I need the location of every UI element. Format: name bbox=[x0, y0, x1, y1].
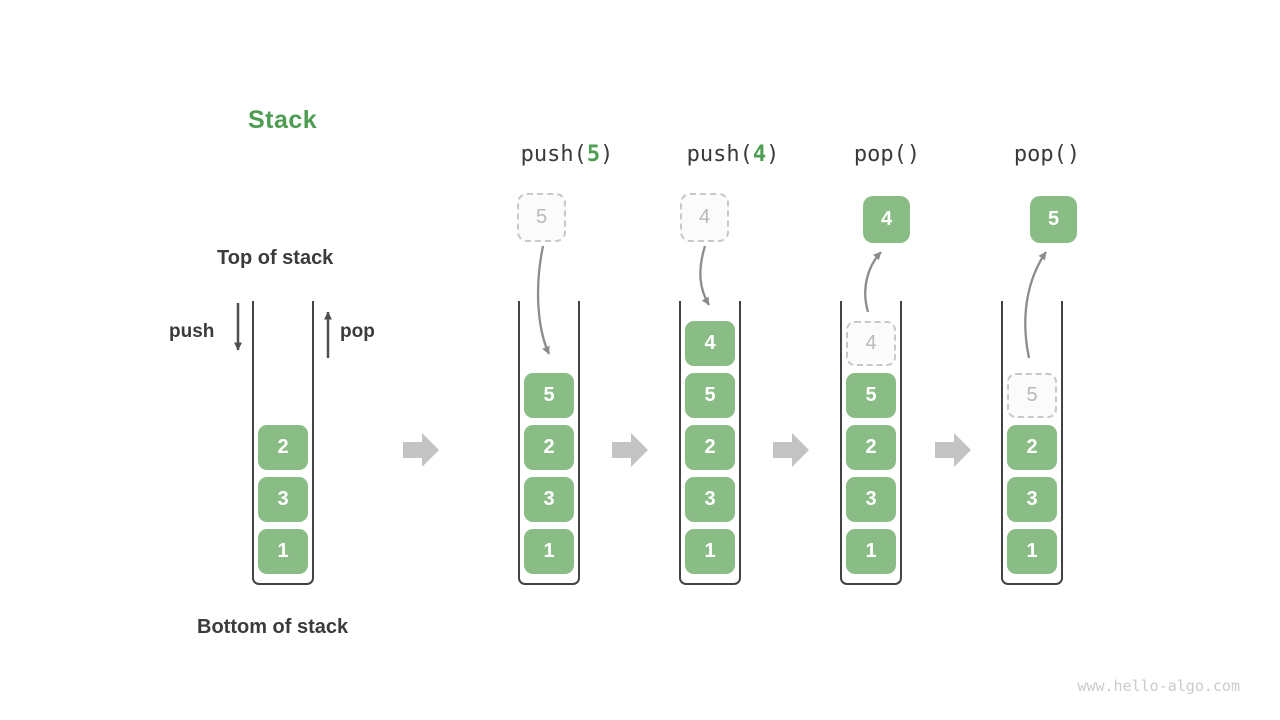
stack-container-initial: 2 3 1 bbox=[252, 301, 314, 585]
pop-label: pop bbox=[340, 321, 375, 342]
stack-cell: 5 bbox=[846, 373, 896, 418]
diagram-title: Stack bbox=[248, 106, 318, 134]
stack-cell: 3 bbox=[1007, 477, 1057, 522]
push-flow-arrow-icon bbox=[699, 245, 710, 306]
op-arg: 4 bbox=[752, 142, 767, 167]
stack-container-after-pop-4: 4 5 2 3 1 bbox=[840, 301, 902, 585]
op-label-pop-1: pop() bbox=[787, 142, 987, 167]
stack-cell: 5 bbox=[524, 373, 574, 418]
bottom-of-stack-label: Bottom of stack bbox=[197, 616, 349, 638]
stack-cell: 4 bbox=[685, 321, 735, 366]
stack-cell: 2 bbox=[846, 425, 896, 470]
stack-cell: 2 bbox=[1007, 425, 1057, 470]
stack-cell: 3 bbox=[685, 477, 735, 522]
stack-cell: 3 bbox=[846, 477, 896, 522]
stack-cell-ghost: 5 bbox=[1007, 373, 1057, 418]
stack-cell: 2 bbox=[258, 425, 308, 470]
stack-cell: 1 bbox=[258, 529, 308, 574]
op-text: ) bbox=[906, 142, 921, 167]
stack-cell-ghost: 4 bbox=[846, 321, 896, 366]
op-text: pop( bbox=[1013, 142, 1067, 167]
push-label: push bbox=[169, 321, 215, 342]
pushed-value-ghost-5: 5 bbox=[517, 193, 566, 242]
watermark: www.hello-algo.com bbox=[1077, 677, 1240, 695]
popped-value-4: 4 bbox=[863, 196, 910, 243]
stack-cell: 3 bbox=[524, 477, 574, 522]
popped-value-5: 5 bbox=[1030, 196, 1077, 243]
op-label-push-4: push(4) bbox=[633, 142, 833, 167]
stack-container-after-push-4: 4 5 2 3 1 bbox=[679, 301, 741, 585]
pushed-value-ghost-4: 4 bbox=[680, 193, 729, 242]
top-of-stack-label: Top of stack bbox=[217, 247, 334, 269]
stack-cell: 1 bbox=[685, 529, 735, 574]
step-arrow-icon bbox=[935, 433, 971, 467]
op-arg: 5 bbox=[586, 142, 601, 167]
step-arrow-icon bbox=[403, 433, 439, 467]
step-arrow-icon bbox=[612, 433, 648, 467]
stack-cell: 2 bbox=[524, 425, 574, 470]
stack-container-after-push-5: 5 2 3 1 bbox=[518, 301, 580, 585]
stack-cell: 1 bbox=[846, 529, 896, 574]
op-text: push( bbox=[520, 142, 587, 167]
stack-cell: 2 bbox=[685, 425, 735, 470]
stack-container-after-pop-5: 5 2 3 1 bbox=[1001, 301, 1063, 585]
step-arrow-icon bbox=[773, 433, 809, 467]
op-label-push-5: push(5) bbox=[467, 142, 667, 167]
stack-cell: 1 bbox=[1007, 529, 1057, 574]
op-text: push( bbox=[686, 142, 753, 167]
op-text: ) bbox=[766, 142, 780, 167]
op-text: ) bbox=[600, 142, 614, 167]
op-text: pop( bbox=[853, 142, 907, 167]
stack-cell: 5 bbox=[685, 373, 735, 418]
op-label-pop-2: pop() bbox=[947, 142, 1147, 167]
stack-cell: 3 bbox=[258, 477, 308, 522]
stack-cell: 1 bbox=[524, 529, 574, 574]
op-text: ) bbox=[1066, 142, 1081, 167]
